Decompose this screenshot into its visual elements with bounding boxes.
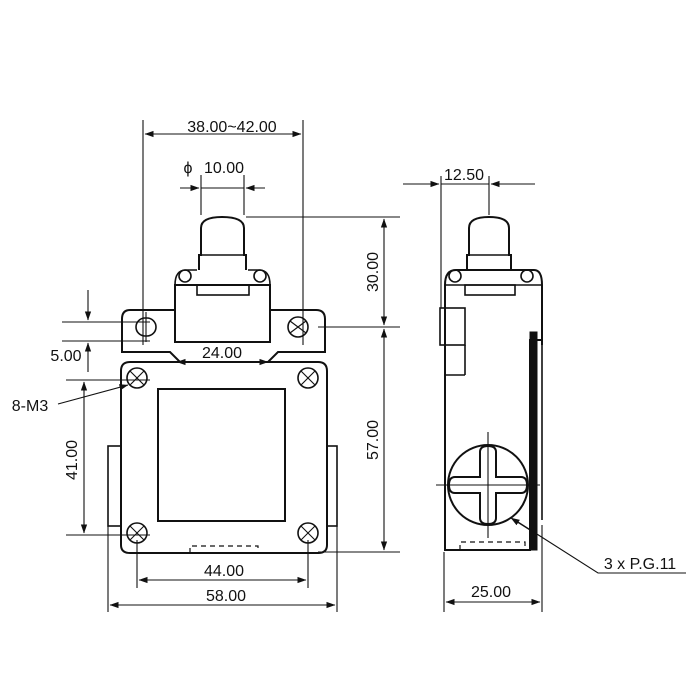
- dim-side-depth-label: 25.00: [471, 584, 511, 601]
- screw-spec-label: 8-M3: [12, 398, 49, 415]
- dim-plunger-dia-label: 10.00: [204, 160, 244, 177]
- dim-width-range-label: 38.00~42.00: [187, 119, 277, 136]
- dim-hole-horizontal-label: 44.00: [204, 563, 244, 580]
- side-head: [444, 269, 543, 345]
- body-screw-tl: [126, 367, 148, 389]
- side-flange-tab: [439, 307, 466, 346]
- front-flange: [121, 309, 326, 363]
- side-plunger: [466, 215, 512, 270]
- head-screw-right: [253, 269, 267, 283]
- conduit-leader: [517, 521, 686, 574]
- front-view: [107, 215, 338, 554]
- plunger: [198, 215, 247, 270]
- dim-offset-label: 5.00: [50, 348, 81, 365]
- front-body: [120, 361, 328, 554]
- dim-diameter-symbol: ϕ: [184, 160, 193, 177]
- bottom-dashed-slot: [189, 545, 259, 553]
- dim-plunger-height-label: 30.00: [365, 252, 382, 292]
- body-screw-br: [297, 522, 319, 544]
- dim-side-plunger-label: 12.50: [444, 167, 484, 184]
- conduit-fitting: [436, 432, 540, 538]
- flange-slot-right: [287, 316, 309, 338]
- dim-head-width-label: 24.00: [202, 345, 242, 362]
- side-dimensions: 12.50 3 x P.G.11 25.00: [403, 167, 686, 612]
- front-dimensions: 38.00~42.00 ϕ 10.00 30.00 24.00 5.00 8-M…: [12, 119, 400, 612]
- dim-hole-vertical-label: 41.00: [64, 440, 81, 480]
- screw-leader: [57, 384, 129, 405]
- side-bulge-right: [326, 445, 338, 527]
- head-cap: [174, 284, 271, 342]
- side-view: [436, 215, 543, 551]
- dim-total-width-label: 58.00: [206, 588, 246, 605]
- dim-body-height-label: 57.00: [365, 420, 382, 460]
- side-bulge-left: [107, 445, 122, 527]
- conduit-spec-label: 3 x P.G.11: [604, 556, 676, 573]
- front-window: [157, 388, 286, 522]
- body-screw-tr: [297, 367, 319, 389]
- side-cover-plate: [529, 331, 538, 551]
- flange-slot-left: [135, 312, 157, 342]
- side-bottom-dashed: [459, 541, 526, 550]
- head-screw-left: [178, 269, 192, 283]
